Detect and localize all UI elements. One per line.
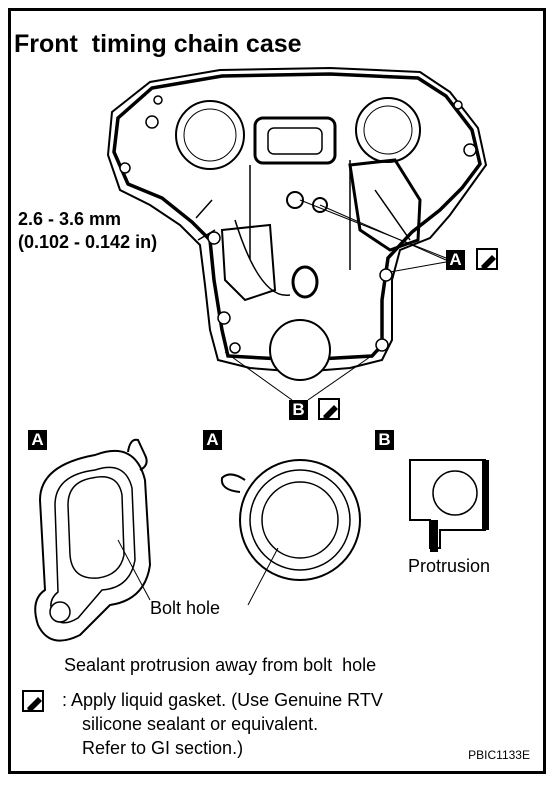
sealant-bead <box>112 72 482 362</box>
diagram-frame <box>8 8 546 774</box>
diagram-title: Front timing chain case <box>14 30 302 58</box>
detail-a2-sealant-tail <box>220 473 246 493</box>
detail-b-protrusion <box>430 520 438 552</box>
detail-a2-hole <box>261 481 339 559</box>
detail-a2-outer-ring <box>239 459 361 581</box>
legend-gasket-icon <box>22 690 44 712</box>
legend-line-1: : Apply liquid gasket. (Use Genuine RTV <box>62 690 383 710</box>
top-cover-plate <box>253 116 337 165</box>
right-cam-bore-inner <box>363 105 413 155</box>
crank-bore <box>269 319 331 381</box>
caption: Sealant protrusion away from bolt hole <box>64 655 377 675</box>
figure-code: PBIC1133E <box>468 748 530 762</box>
bolt-hole-leader <box>117 539 151 601</box>
dimension-metric: 2.6 - 3.6 mm <box>18 209 122 229</box>
left-cam-bore-inner <box>183 108 237 162</box>
case-outline <box>106 66 488 374</box>
legend-line-3: Refer to GI section.) <box>82 738 244 758</box>
detail-a2-box: A <box>203 430 222 450</box>
detail-b-box: B <box>375 430 394 450</box>
right-window <box>348 158 422 252</box>
dimension-leader <box>197 229 216 241</box>
detail-b-bore <box>432 470 478 516</box>
callout-a-box: A <box>446 250 465 270</box>
detail-a2-middle-ring <box>249 469 351 571</box>
detail-a-outer-ring <box>34 450 152 642</box>
detail-a-small-hole <box>49 601 71 623</box>
bolt-hole <box>229 342 241 354</box>
detail-a1-box: A <box>28 430 47 450</box>
legend-line-2: silicone sealant or equivalent. <box>82 714 319 734</box>
left-window <box>220 223 277 302</box>
callout-a-leader <box>299 199 447 259</box>
bolt-hole <box>453 100 463 110</box>
callout-b-leader <box>224 351 293 401</box>
liquid-gasket-icon <box>318 398 340 420</box>
bolt-hole <box>217 311 231 325</box>
detail-a-hole-outline <box>67 476 125 579</box>
dimension-leader <box>195 199 213 219</box>
oil-passage <box>291 265 319 299</box>
detail-b-sealant-strip <box>482 460 489 530</box>
bolt-hole <box>286 191 304 209</box>
bolt-hole <box>119 162 131 174</box>
bolt-hole <box>375 338 389 352</box>
bolt-hole <box>153 95 163 105</box>
left-cam-bore <box>175 100 245 170</box>
internal-rib <box>234 160 411 296</box>
bolt-hole <box>145 115 159 129</box>
bolt-hole-leader <box>247 547 279 606</box>
callout-b-box: B <box>289 400 308 420</box>
bolt-hole <box>463 143 477 157</box>
liquid-gasket-icon <box>476 248 498 270</box>
bolt-hole-label: Bolt hole <box>150 598 221 618</box>
bolt-hole <box>379 268 393 282</box>
dimension-imperial: (0.102 - 0.142 in) <box>18 232 158 252</box>
callout-b-leader <box>307 349 381 401</box>
detail-a-sealant-tail <box>127 438 148 471</box>
protrusion-label: Protrusion <box>408 556 491 576</box>
callout-a-leader <box>389 261 447 273</box>
bolt-hole <box>207 231 221 245</box>
top-cover-plate-inner <box>267 127 323 155</box>
detail-a-inner-ring <box>50 466 136 624</box>
right-cam-bore <box>355 97 421 163</box>
